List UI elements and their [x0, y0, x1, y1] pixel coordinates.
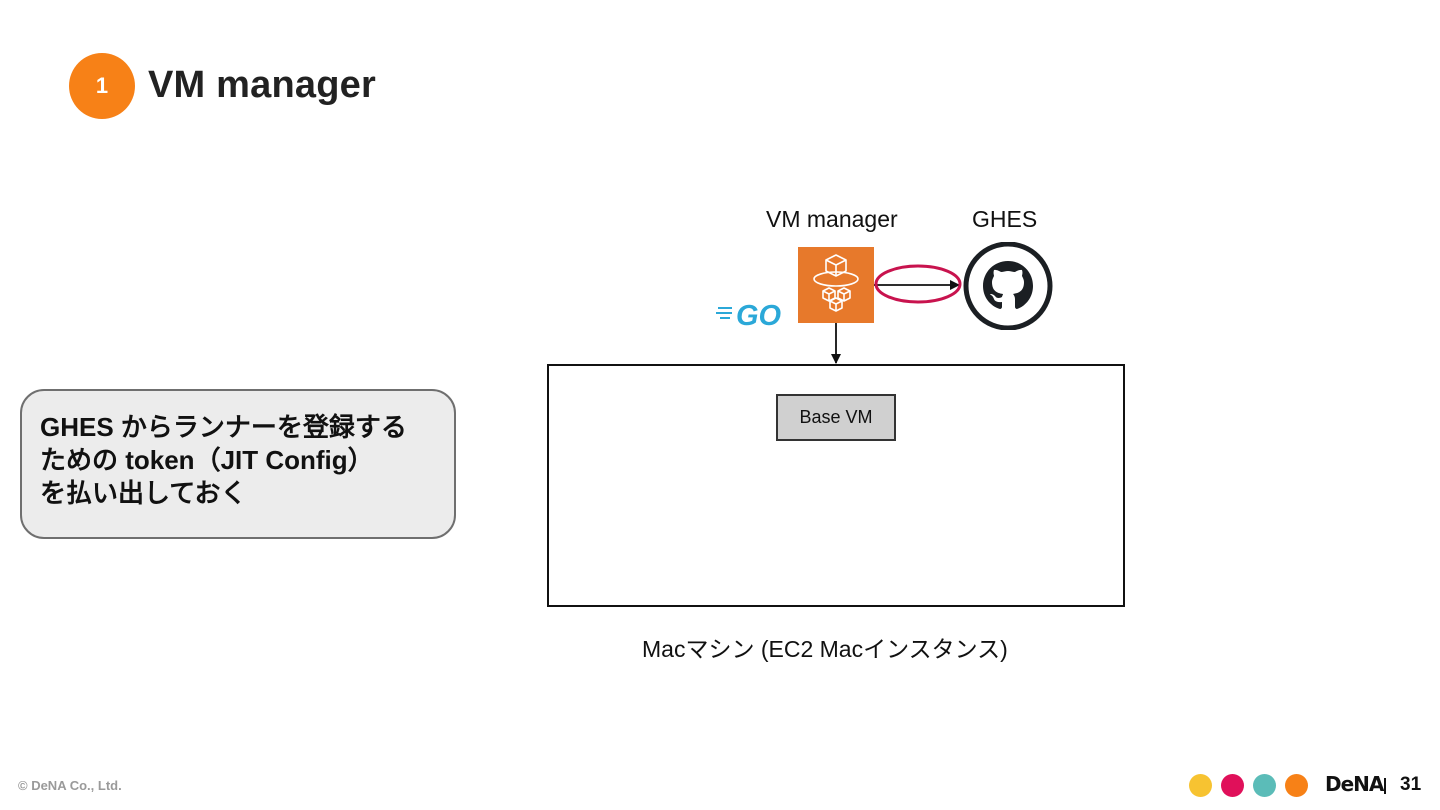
github-octocat-icon [963, 242, 1053, 330]
callout-line: ための token（JIT Config） [40, 445, 374, 475]
go-logo-icon: GO [716, 300, 782, 330]
base-vm-box: Base VM [776, 394, 896, 441]
go-logo-text: GO [736, 300, 782, 330]
mac-machine-label: Macマシン (EC2 Macインスタンス) [642, 636, 1008, 662]
callout-box: GHES からランナーを登録する ための token（JIT Config） を… [20, 389, 456, 539]
aws-fleet-icon [798, 247, 874, 323]
brand-dot-pink [1221, 774, 1244, 797]
highlight-ellipse [874, 264, 962, 304]
page-number: 31 [1400, 774, 1422, 795]
dena-logo: DeNA [1325, 772, 1384, 796]
ghes-label: GHES [972, 206, 1038, 232]
section-number-badge: 1 [69, 53, 135, 119]
brand-dot-teal [1253, 774, 1276, 797]
brand-dot-orange [1285, 774, 1308, 797]
callout-line: を払い出しておく [40, 478, 247, 508]
brand-dot-yellow [1189, 774, 1212, 797]
vm-manager-label: VM manager [766, 206, 898, 232]
footer-divider [1384, 778, 1386, 794]
copyright: © DeNA Co., Ltd. [18, 778, 122, 793]
slide-title: VM manager [148, 64, 376, 106]
callout-line: GHES からランナーを登録する [40, 412, 407, 442]
